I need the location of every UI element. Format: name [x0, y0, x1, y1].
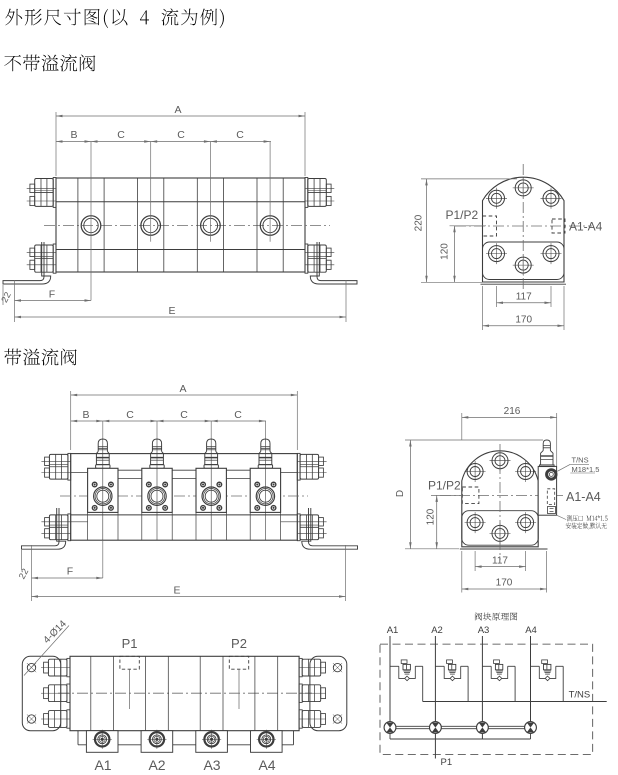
svg-text:A: A	[174, 104, 181, 116]
svg-text:E: E	[173, 585, 180, 597]
svg-text:B: B	[82, 409, 89, 421]
svg-text:P1/P2: P1/P2	[428, 479, 461, 493]
svg-text:A2: A2	[431, 625, 443, 636]
svg-text:A2: A2	[148, 757, 165, 773]
svg-text:120: 120	[426, 508, 437, 525]
svg-text:F: F	[49, 289, 55, 301]
svg-text:P1/P2: P1/P2	[446, 208, 479, 222]
svg-text:P2: P2	[231, 636, 247, 651]
svg-text:A3: A3	[478, 625, 490, 636]
svg-text:170: 170	[515, 315, 532, 326]
svg-text:D: D	[395, 490, 406, 497]
svg-text:A4: A4	[525, 625, 537, 636]
svg-text:A1: A1	[387, 625, 399, 636]
svg-text:C: C	[177, 129, 185, 141]
svg-text:C: C	[236, 129, 244, 141]
svg-text:F: F	[67, 566, 73, 578]
svg-text:22: 22	[0, 290, 13, 304]
svg-text:A: A	[179, 383, 186, 395]
svg-text:T/NS: T/NS	[569, 690, 591, 701]
svg-text:117: 117	[516, 292, 532, 303]
svg-text:E: E	[168, 305, 175, 317]
svg-text:M18*1.5: M18*1.5	[572, 465, 600, 474]
svg-text:22: 22	[17, 567, 31, 581]
svg-text:220: 220	[414, 214, 425, 231]
svg-text:A4: A4	[258, 757, 275, 773]
svg-text:C: C	[126, 409, 134, 421]
svg-text:T/NS: T/NS	[572, 456, 589, 465]
svg-text:A3: A3	[203, 757, 220, 773]
svg-text:C: C	[180, 409, 188, 421]
svg-text:216: 216	[504, 406, 521, 417]
svg-text:120: 120	[440, 243, 451, 260]
svg-text:C: C	[234, 409, 242, 421]
svg-text:C: C	[117, 129, 125, 141]
svg-text:A1-A4: A1-A4	[566, 490, 601, 504]
svg-text:170: 170	[496, 578, 513, 589]
svg-text:P1: P1	[441, 757, 453, 768]
svg-text:P1: P1	[122, 636, 138, 651]
svg-text:117: 117	[492, 556, 508, 567]
svg-text:A1: A1	[94, 757, 111, 773]
svg-text:A1-A4: A1-A4	[569, 220, 603, 234]
svg-text:B: B	[70, 129, 77, 141]
